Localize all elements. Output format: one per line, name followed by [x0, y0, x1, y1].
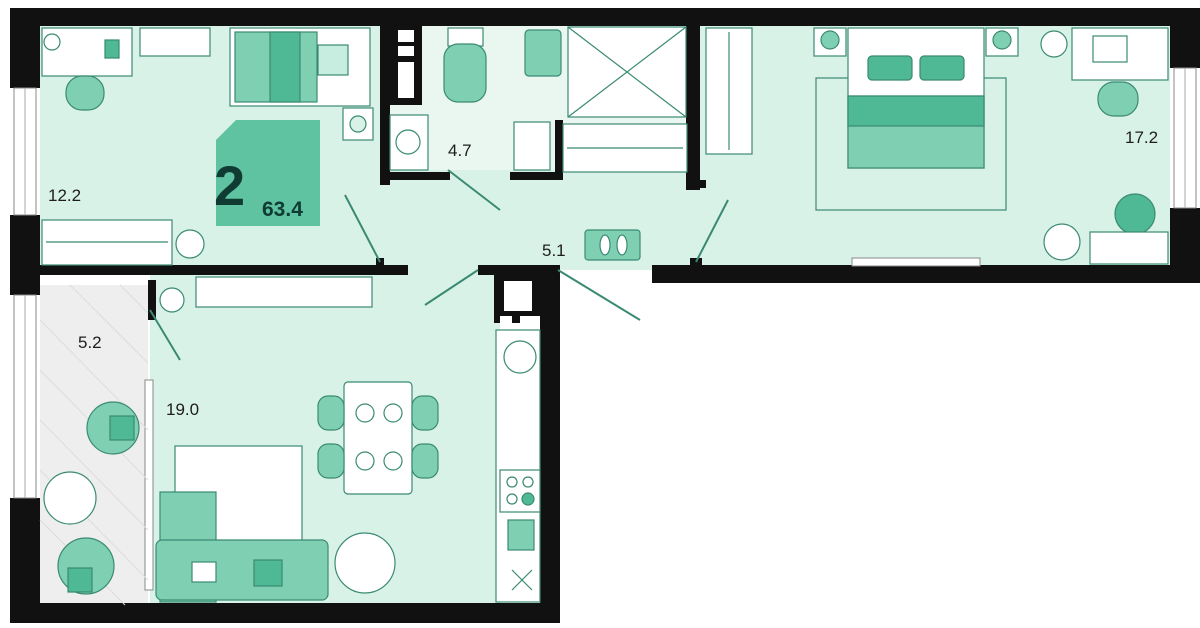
pillow-left-icon: [867, 55, 913, 81]
lamp-left-icon: [820, 30, 840, 50]
apartment-total-area: 63.4: [262, 198, 303, 221]
stove-icon: [499, 469, 541, 513]
dining-chair-icon: [317, 395, 345, 431]
plant-icon: [175, 229, 205, 259]
balcony-furniture: [43, 401, 140, 595]
cutting-board-icon: [507, 519, 535, 551]
apartment-badge-bg: [216, 120, 320, 226]
chair-main-icon: [1097, 81, 1139, 117]
plant-floor-icon: [1043, 223, 1081, 261]
living-kitchen-furniture: [155, 276, 541, 603]
pillow-icon: [317, 44, 349, 76]
cushion-icon: [191, 561, 217, 583]
tv-stand: [195, 276, 373, 308]
area-bedroom-small: 12.2: [48, 186, 82, 205]
plate-icon: [383, 451, 403, 471]
dining-table: [343, 381, 413, 495]
walls: [10, 8, 1200, 623]
doors: [149, 169, 729, 361]
armchair-icon: [1114, 193, 1156, 235]
main-bedroom-furniture: [705, 27, 1169, 265]
hallway-furniture: [584, 229, 641, 261]
area-balcony: 5.2: [78, 333, 102, 352]
plate-icon: [383, 403, 403, 423]
kitchen-counter: [495, 329, 541, 603]
laptop-icon: [1092, 35, 1128, 63]
lamp-right-icon: [992, 30, 1012, 50]
side-table: [1089, 231, 1169, 265]
wall-notches: [500, 281, 540, 324]
cushion-icon: [253, 559, 283, 587]
area-bedroom-main: 17.2: [1125, 128, 1159, 147]
shoe-mat: [584, 229, 641, 261]
dining-chair-icon: [411, 395, 439, 431]
sink-icon: [513, 121, 551, 171]
bathroom-furniture: [389, 26, 688, 173]
area-bathroom: 4.7: [448, 141, 472, 160]
palm-plant-icon: [334, 532, 396, 594]
area-hallway: 5.1: [542, 241, 566, 260]
chair-icon: [65, 75, 105, 111]
plate-icon: [355, 451, 375, 471]
floor-hallway: [380, 170, 700, 270]
sink-kitchen-icon: [503, 340, 537, 374]
plant-living-icon: [159, 287, 185, 313]
bath-mat: [524, 29, 562, 77]
nightstand: [342, 107, 374, 141]
small-bedroom-furniture: [41, 27, 374, 266]
toilet-tank: [447, 27, 484, 47]
dining-chair-icon: [411, 443, 439, 479]
plate-icon: [355, 403, 375, 423]
apartment-rooms-count: 2: [214, 154, 246, 217]
balcony-table-icon: [43, 471, 97, 525]
area-living-kitchen: 19.0: [166, 400, 200, 419]
pillow-right-icon: [919, 55, 965, 81]
sofa-base: [155, 539, 329, 601]
plant-main-icon: [1040, 30, 1068, 58]
toilet-icon: [443, 43, 487, 103]
dining-chair-icon: [317, 443, 345, 479]
book-icon: [104, 39, 120, 59]
bookshelf: [139, 27, 211, 57]
lamp-icon: [349, 115, 367, 133]
plant-small-icon: [43, 33, 61, 51]
